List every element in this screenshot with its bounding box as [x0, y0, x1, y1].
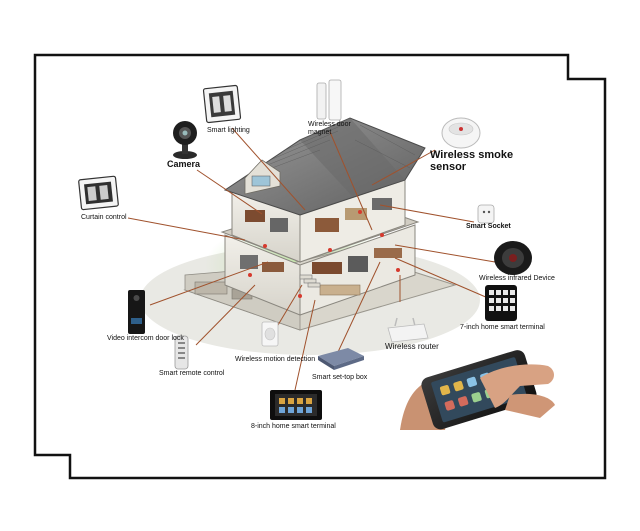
curtain-control-switch-icon [78, 175, 119, 211]
wireless-infrared-device-icon [494, 241, 532, 275]
hand-holding-smartphone-icon [398, 350, 558, 435]
label-smart-set-top-box: Smart set-top box [312, 374, 368, 381]
label-wireless-router: Wireless router [385, 342, 439, 351]
eight-inch-terminal-icon [270, 390, 322, 420]
label-wireless-smoke-sensor: Wireless smoke sensor [430, 149, 514, 173]
label-wireless-infrared-device: Wireless infrared Device [479, 275, 555, 282]
label-camera: Camera [167, 159, 201, 169]
wireless-motion-detection-icon [261, 321, 279, 347]
label-seven-inch-terminal: 7-inch home smart terminal [460, 324, 545, 331]
smart-socket-icon [477, 204, 495, 224]
smart-set-top-box-icon [318, 348, 364, 370]
video-intercom-door-lock-icon [128, 290, 145, 334]
wireless-smoke-sensor-icon [441, 117, 481, 149]
label-curtain-control: Curtain control [81, 214, 127, 221]
leader-lines [127, 127, 496, 391]
seven-inch-terminal-icon [485, 285, 517, 321]
wireless-router-icon [387, 317, 429, 343]
label-eight-inch-terminal: 8-inch home smart terminal [251, 423, 336, 430]
label-wireless-motion-detection: Wireless motion detection [235, 356, 316, 363]
smart-remote-control-icon [174, 335, 189, 370]
label-smart-lighting: Smart lighting [207, 127, 250, 134]
label-smart-remote-control: Smart remote control [159, 370, 225, 377]
frame-border [33, 53, 607, 480]
camera-icon [173, 121, 197, 159]
wireless-door-magnet-icon [316, 79, 342, 121]
smart-lighting-switch-icon [202, 84, 242, 124]
label-smart-socket: Smart Socket [466, 223, 511, 230]
label-wireless-door-magnet: Wireless door magnet [308, 121, 351, 137]
label-video-intercom-door-lock: Video intercom door lock [107, 335, 184, 342]
